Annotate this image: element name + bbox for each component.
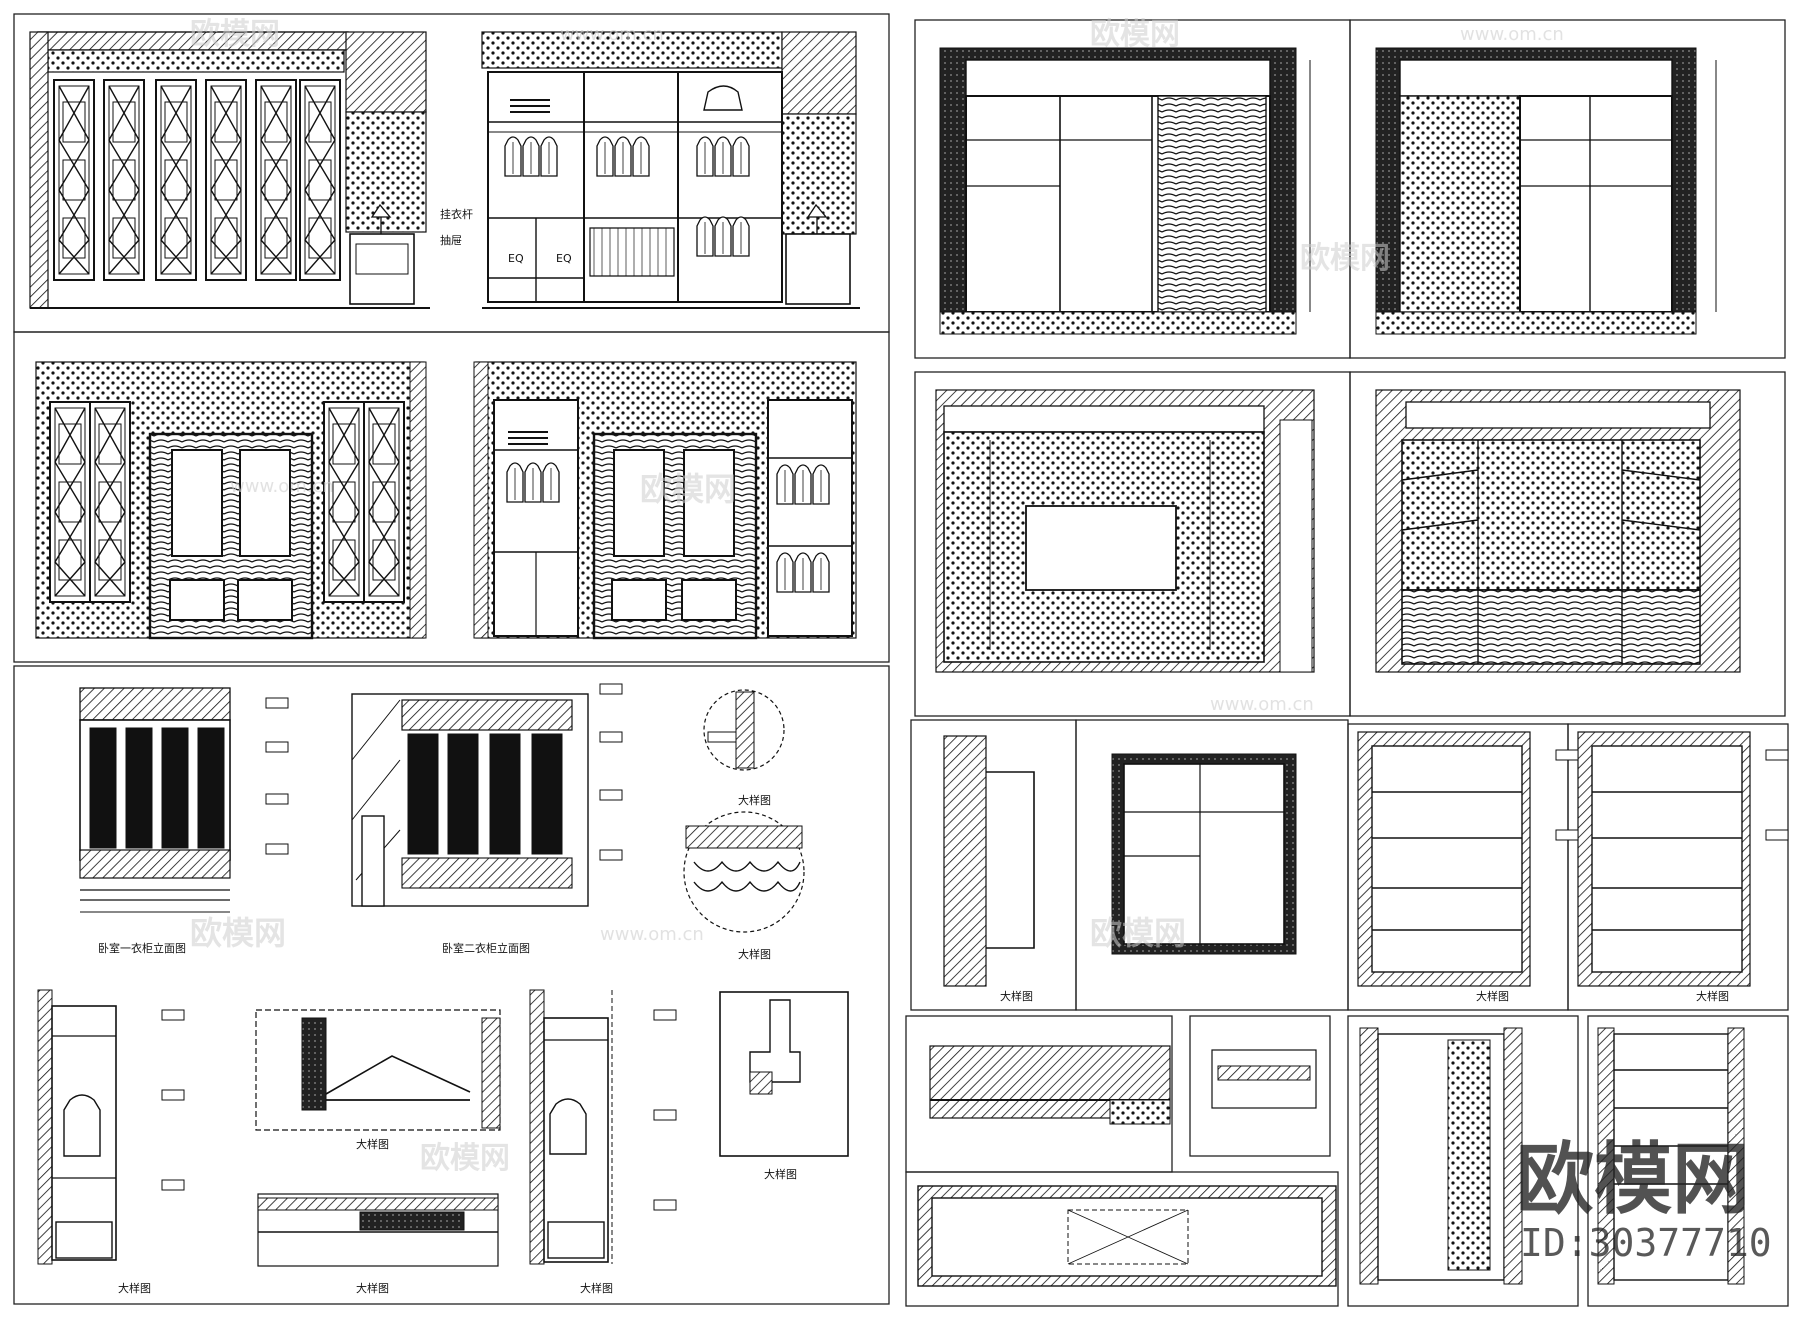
watermark-6: 欧模网 <box>420 1141 510 1176</box>
elevation-r4 <box>1375 389 1741 673</box>
section-c6 <box>529 989 613 1265</box>
section-c5 <box>257 1193 499 1267</box>
watermark-1: 欧模网 <box>190 17 280 52</box>
watermark-url-5: www.om.cn <box>1210 694 1314 715</box>
elevation-b1 <box>35 361 427 640</box>
round-detail-2 <box>683 811 805 933</box>
watermark-url-2: www.om.cn <box>1460 24 1564 45</box>
elevation-b2 <box>473 361 857 640</box>
detail-caption-10: 大样图 <box>1696 989 1729 1003</box>
section-c4 <box>255 1009 501 1131</box>
elevation-caption-1: 卧室一衣柜立面图 <box>98 941 186 955</box>
watermark-url-3: www.om.cn <box>230 476 334 497</box>
plan-c7 <box>719 991 849 1157</box>
detail-caption-1: 大样图 <box>738 793 771 807</box>
brand-id: ID:30377710 <box>1520 1221 1772 1265</box>
plan-r11 <box>917 1185 1337 1287</box>
elevation-r3 <box>935 389 1315 673</box>
watermark-2: 欧模网 <box>1090 17 1180 52</box>
watermark-7: 欧模网 <box>1300 241 1390 276</box>
watermark-url-4: www.om.cn <box>600 924 704 945</box>
detail-caption-2: 大样图 <box>738 947 771 961</box>
round-detail-1 <box>703 689 785 771</box>
detail-caption-6: 大样图 <box>580 1281 613 1295</box>
elevation-caption-2: 卧室二衣柜立面图 <box>442 941 530 955</box>
callout-tags <box>161 683 1789 1211</box>
detail-elevation-c1 <box>79 687 231 913</box>
detail-caption-4: 大样图 <box>356 1137 389 1151</box>
section-r8 <box>1577 731 1751 987</box>
panel-frames <box>13 13 1789 1307</box>
section-r7 <box>1357 731 1531 987</box>
elevation-r2 <box>1375 47 1717 335</box>
section-r12 <box>1359 1027 1523 1285</box>
watermark-4: 欧模网 <box>190 914 286 952</box>
elevation-a1 <box>29 31 430 309</box>
section-r9 <box>929 1045 1171 1125</box>
section-r6 <box>1111 753 1297 955</box>
detail-elevation-c2 <box>351 693 589 907</box>
elevation-r1 <box>939 47 1311 335</box>
eq-label-1: EQ <box>508 252 524 265</box>
section-r13 <box>1597 1027 1745 1285</box>
watermark-3: 欧模网 <box>640 470 736 508</box>
brand-logo-text: 欧模网 <box>1516 1135 1750 1225</box>
detail-caption-3: 大样图 <box>118 1281 151 1295</box>
section-c3 <box>37 989 117 1265</box>
watermarks: 欧模网 欧模网 欧模网 欧模网 欧模网 欧模网 欧模网 www.om.cn ww… <box>190 17 1564 1176</box>
elevation-a2 <box>481 31 860 309</box>
watermark-5: 欧模网 <box>1090 914 1186 952</box>
section-r10 <box>1211 1049 1317 1109</box>
detail-caption-5: 大样图 <box>356 1281 389 1295</box>
detail-caption-7: 大样图 <box>764 1167 797 1181</box>
watermark-url-1: www.om.cn <box>560 24 664 45</box>
side-label-2: 抽屉 <box>440 233 462 247</box>
detail-caption-9: 大样图 <box>1476 989 1509 1003</box>
side-label-1: 挂衣杆 <box>440 207 473 221</box>
eq-label-2: EQ <box>556 252 572 265</box>
section-r5 <box>943 735 1035 987</box>
detail-caption-8: 大样图 <box>1000 989 1033 1003</box>
